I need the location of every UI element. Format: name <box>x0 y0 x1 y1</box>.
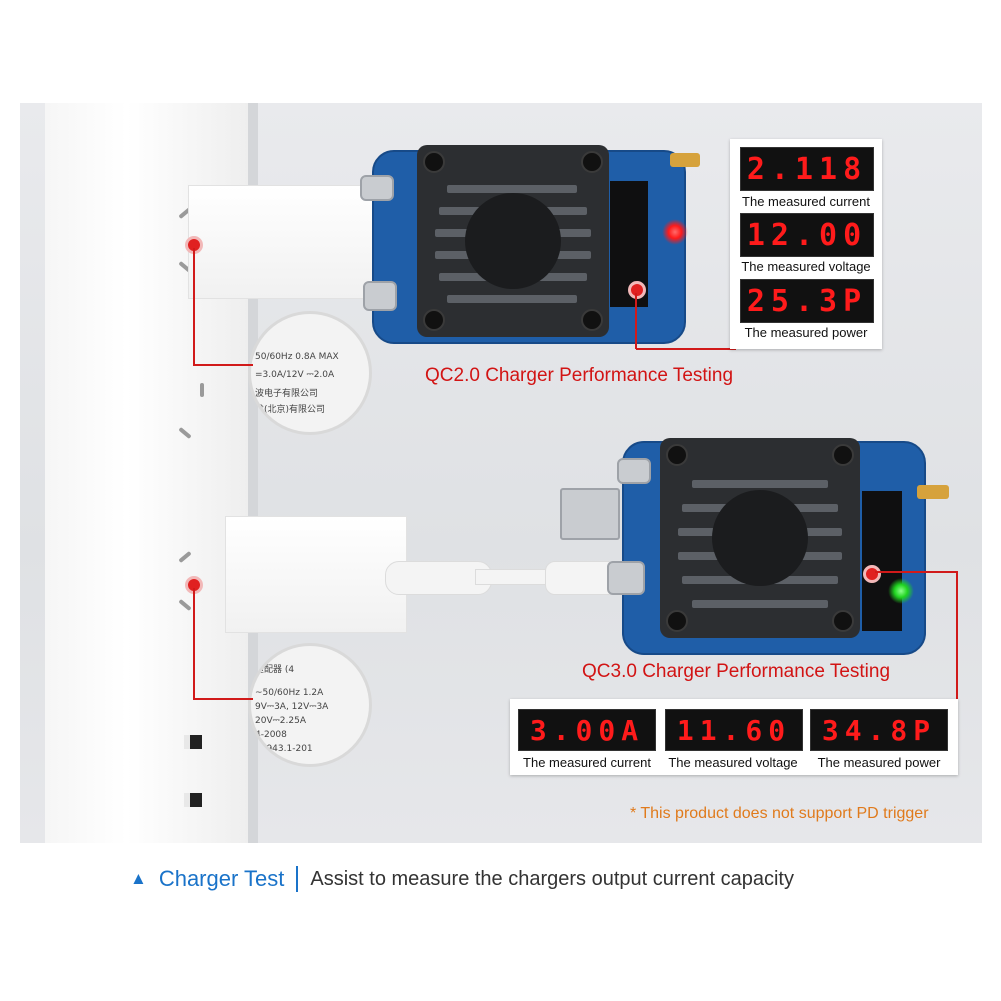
magnifier-text: 84943.1-201 <box>255 744 313 754</box>
qc3-green-indicator-led <box>888 578 914 604</box>
qc3-current-label: The measured current <box>523 755 651 770</box>
qc2-cooling-fan <box>417 145 609 337</box>
qc2-usb-c-port <box>363 281 397 311</box>
qc3-label-magnifier: 适配器 (4 ~50/60Hz 1.2A 9V⎓3A, 12V⎓3A 20V⎓2… <box>248 643 372 767</box>
qc3-voltage-label: The measured voltage <box>668 755 798 770</box>
qc3-section-title: QC3.0 Charger Performance Testing <box>582 661 891 682</box>
socket-square-slot <box>184 793 202 807</box>
qc3-led-display <box>862 491 902 631</box>
qc3-potentiometer <box>917 485 949 499</box>
qc3-power-label: The measured power <box>817 755 941 770</box>
qc2-display-callout-dot <box>628 281 646 299</box>
qc3-current-display: 3.00A <box>518 709 656 751</box>
qc2-charger-plug <box>188 185 380 299</box>
magnifier-text: 术(北京)有限公司 <box>255 405 326 415</box>
qc2-red-indicator-led <box>662 219 688 245</box>
qc3-micro-usb-port <box>617 458 651 484</box>
magnifier-text: 9V⎓3A, 12V⎓3A <box>255 702 329 712</box>
qc3-cable-connector <box>385 561 492 595</box>
magnifier-text: =3.0A/12V ⎓2.0A <box>255 370 335 380</box>
qc3-usb-c-port <box>607 561 645 595</box>
callout-line <box>635 293 637 349</box>
callout-line <box>193 698 253 700</box>
callout-line <box>193 364 253 366</box>
qc2-voltage-label: The measured voltage <box>741 259 871 274</box>
callout-line <box>956 571 958 699</box>
magnifier-text: ~50/60Hz 1.2A <box>255 688 324 698</box>
magnifier-text: 波电子有限公司 <box>255 389 319 399</box>
magnifier-text: 适配器 (4 <box>255 665 295 675</box>
magnifier-text: 4-2008 <box>255 730 287 740</box>
qc2-voltage-display: 12.00 <box>740 213 874 257</box>
qc2-potentiometer <box>670 153 700 167</box>
qc3-cable-plug <box>545 561 617 595</box>
socket-panel-edge <box>248 103 258 843</box>
qc3-usb-a-plug <box>560 488 620 540</box>
qc2-label-magnifier: 50/60Hz 0.8A MAX =3.0A/12V ⎓2.0A 波电子有限公司… <box>248 311 372 435</box>
magnifier-text: 20V⎓2.25A <box>255 716 306 726</box>
qc3-cooling-fan <box>660 438 860 638</box>
qc3-voltage-display: 11.60 <box>665 709 803 751</box>
socket-square-slot <box>184 735 202 749</box>
callout-line <box>636 348 736 350</box>
product-photo: 50/60Hz 0.8A MAX =3.0A/12V ⎓2.0A 波电子有限公司… <box>20 103 982 843</box>
callout-line <box>193 588 195 699</box>
qc2-micro-usb-port <box>360 175 394 201</box>
qc3-display-callout-dot <box>863 565 881 583</box>
qc2-power-display: 25.3P <box>740 279 874 323</box>
socket-slot <box>200 383 204 397</box>
qc3-power-display: 34.8P <box>810 709 948 751</box>
caption-title: Charger Test <box>158 866 285 891</box>
caption-bar: ▲ Charger Test Assist to measure the cha… <box>130 864 794 894</box>
qc2-current-label: The measured current <box>742 194 870 209</box>
qc3-charger-plug <box>225 516 407 633</box>
qc2-power-label: The measured power <box>744 325 868 340</box>
callout-line <box>193 248 195 365</box>
caption-description: Assist to measure the chargers output cu… <box>310 867 794 890</box>
callout-line <box>875 571 957 573</box>
qc2-current-display: 2.118 <box>740 147 874 191</box>
caption-divider <box>296 866 299 892</box>
pd-trigger-note: * This product does not support PD trigg… <box>630 805 929 822</box>
qc2-section-title: QC2.0 Charger Performance Testing <box>425 365 734 386</box>
triangle-up-icon: ▲ <box>130 869 147 888</box>
magnifier-text: 50/60Hz 0.8A MAX <box>255 352 339 362</box>
